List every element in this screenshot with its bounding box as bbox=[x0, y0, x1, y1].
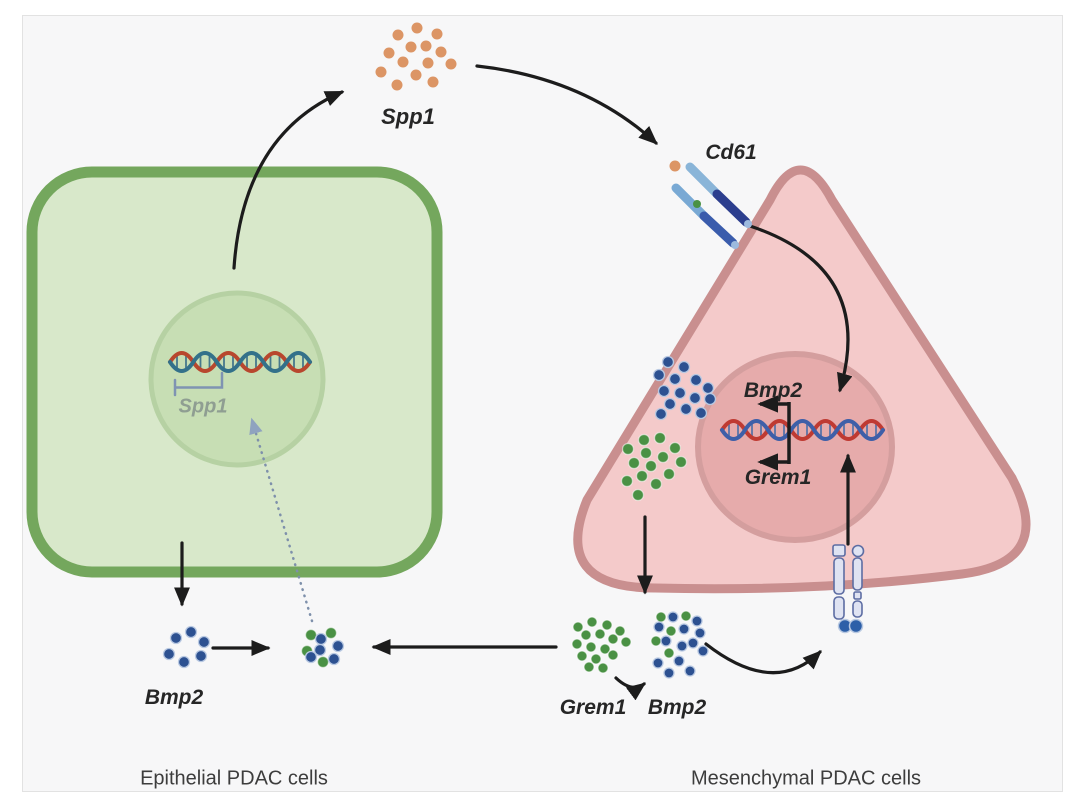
grem1-secreted-label: Grem1 bbox=[559, 696, 627, 719]
dna-helix-epithelial bbox=[168, 351, 312, 373]
mesenchymal-cell-label: Mesenchymal PDAC cells bbox=[690, 767, 922, 790]
arrow-cd61-to-nucleus bbox=[748, 224, 853, 393]
arrow-spp1-to-cd61 bbox=[475, 64, 658, 145]
bmp-receptor-pair bbox=[832, 544, 865, 620]
bmp2-epithelial-label: Bmp2 bbox=[144, 686, 204, 709]
bmp2-cluster-cytoplasm bbox=[652, 355, 717, 421]
dna-helix-mesenchymal bbox=[720, 419, 885, 441]
bmp2-gene-label: Bmp2 bbox=[743, 379, 803, 402]
spp1-secreted-label: Spp1 bbox=[381, 104, 435, 129]
spp1-secreted-cluster bbox=[375, 22, 457, 91]
bmp2-grem1-complex-left-cluster bbox=[300, 626, 345, 669]
transcription-arrows bbox=[757, 395, 791, 471]
bmp2-grem1-complex-cluster bbox=[650, 610, 709, 679]
grem1-gene-label: Grem1 bbox=[744, 466, 812, 489]
epithelial-nucleus bbox=[148, 290, 326, 468]
cd61-receptor-label: Cd61 bbox=[705, 141, 757, 164]
arrow-grem1-binds-bmp2 bbox=[614, 676, 647, 701]
grem1-secreted-cluster bbox=[571, 616, 632, 674]
spp1-gene-promoter-symbol bbox=[173, 371, 224, 397]
arrow-spp1-secretion bbox=[232, 90, 345, 270]
bmp2-mesenchymal-label: Bmp2 bbox=[647, 696, 707, 719]
spp1-gene-label: Spp1 bbox=[178, 395, 228, 418]
epithelial-cell-label: Epithelial PDAC cells bbox=[140, 767, 328, 790]
cd61-receptor bbox=[671, 162, 752, 249]
mesenchymal-nucleus bbox=[695, 351, 895, 543]
arrow-bmp2-to-receptor bbox=[704, 642, 822, 675]
grem1-cluster-cytoplasm bbox=[620, 431, 688, 502]
arrow-dotted-feedback-to-spp1 bbox=[249, 417, 314, 623]
spp1-ligand-dot bbox=[669, 160, 681, 172]
bmp2-secreted-left-cluster bbox=[162, 625, 211, 669]
bmp2-dimer bbox=[837, 618, 864, 634]
